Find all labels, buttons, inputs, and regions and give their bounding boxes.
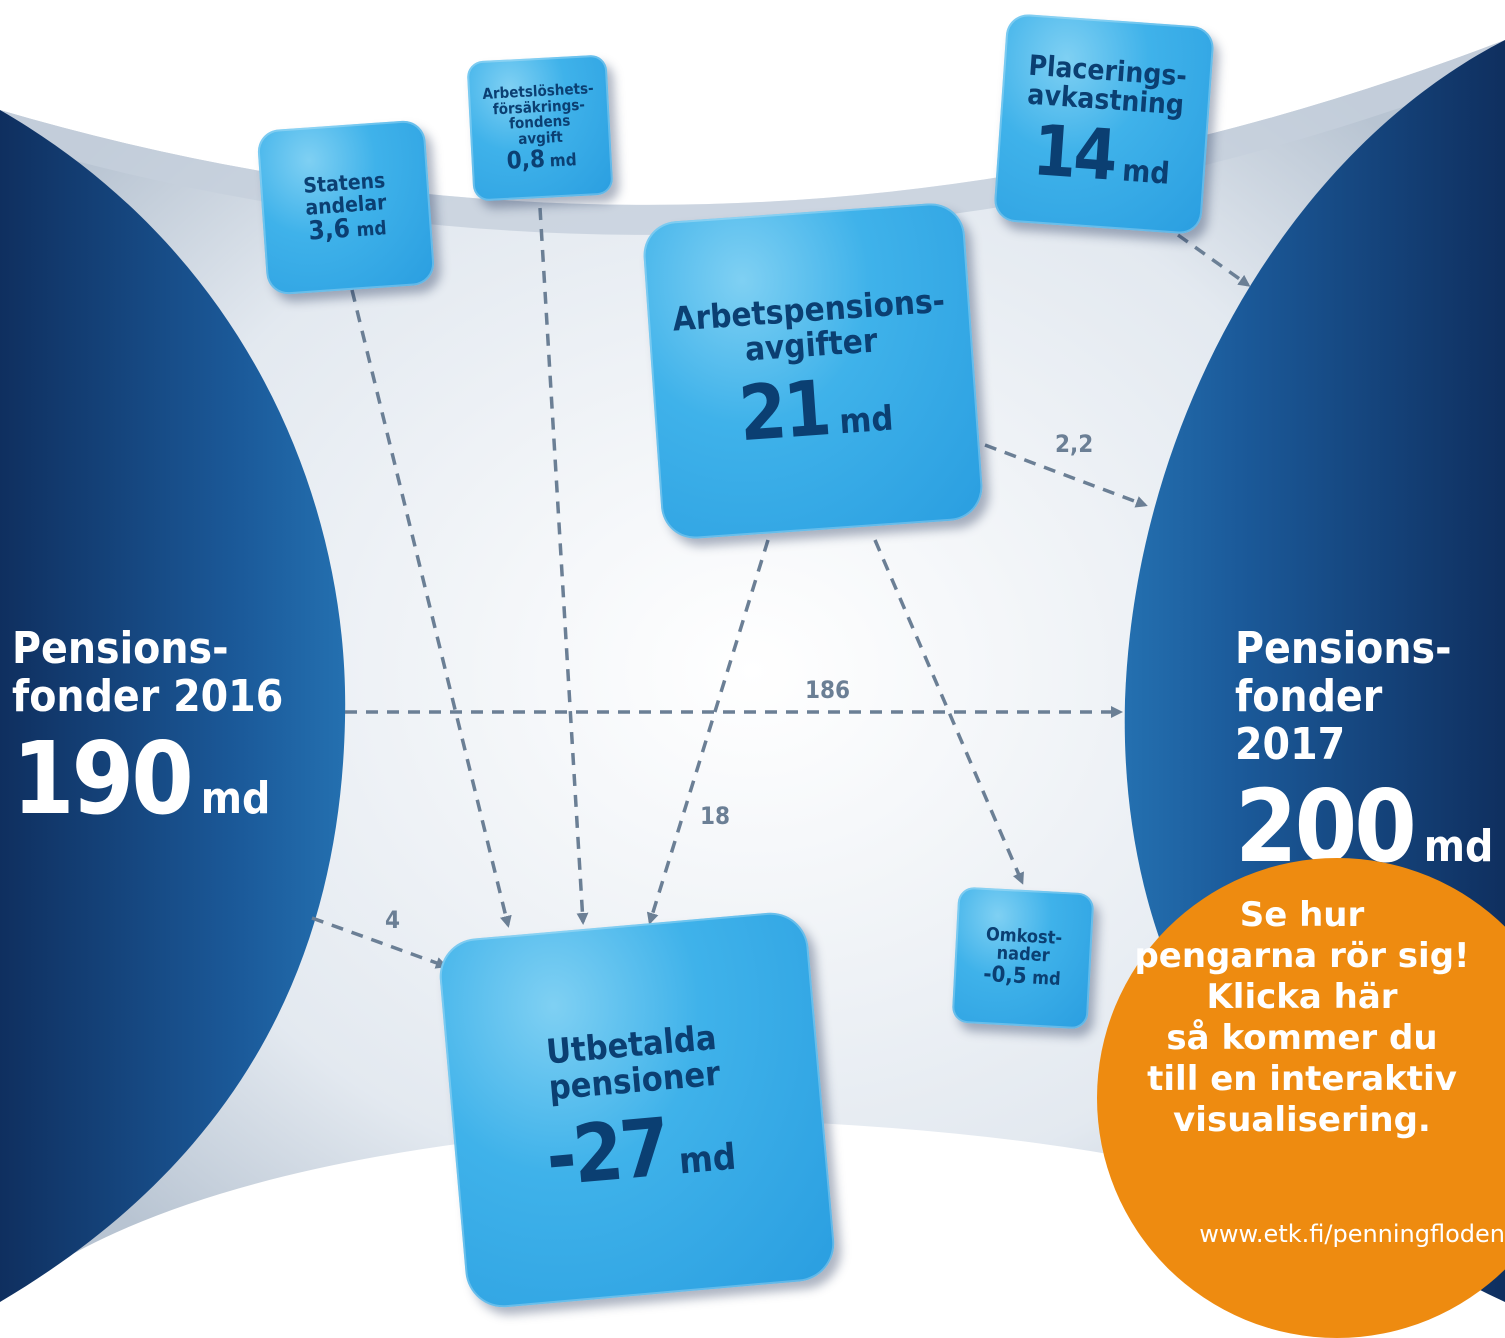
- cta-text[interactable]: Se hur pengarna rör sig! Klicka här så k…: [1112, 895, 1492, 1141]
- flow-arrow-arbetspension-2017: [984, 443, 1148, 508]
- box-omkostnader: Omkost- nader -0,5 md: [951, 886, 1095, 1030]
- box-arbetsloshets-avgift: Arbetslöshets- försäkrings- fondens avgi…: [466, 54, 614, 202]
- cta-line-5: till en interaktiv: [1147, 1059, 1457, 1099]
- statens-value: 3,6: [307, 213, 351, 247]
- flow-arrow-4: [311, 916, 448, 969]
- cta-line-6: visualisering.: [1173, 1100, 1431, 1140]
- placerings-unit: md: [1121, 153, 1171, 192]
- box-placeringsavkastning: Placerings- avkastning 14 md: [992, 12, 1216, 236]
- flow-label-186: 186: [805, 676, 851, 704]
- left-fund-value: 190: [12, 720, 194, 837]
- box-utbetalda-pensioner: Utbetalda pensioner -27 md: [436, 909, 838, 1311]
- background-graphic: [0, 40, 1505, 1302]
- arbetsloshets-unit: md: [549, 150, 578, 172]
- left-fund-blob: [0, 110, 346, 1302]
- flow-label-4: 4: [385, 906, 401, 934]
- arbetspensions-value: 21: [736, 362, 832, 458]
- arbetsloshets-value: 0,8: [506, 144, 546, 175]
- left-fund-label-1: Pensions-: [12, 623, 229, 674]
- utbetalda-unit: md: [677, 1136, 738, 1183]
- cta-url-link[interactable]: www.etk.fi/penningfloden: [1199, 1220, 1505, 1248]
- utbetalda-value: -27: [542, 1100, 672, 1204]
- cta-line-1: Se hur: [1239, 895, 1365, 935]
- cta-circle[interactable]: [1097, 858, 1505, 1338]
- left-fund-unit: md: [200, 773, 271, 824]
- flow-arrow-statens: [350, 289, 512, 928]
- omkostnader-value: -0,5: [982, 962, 1028, 990]
- box-arbetspensionsavgifter: Arbetspensions- avgifter 21 md: [641, 201, 985, 541]
- box-statens-andelar: Statens andelar 3,6 md: [256, 119, 436, 296]
- right-fund-label-2: fonder 2017: [1235, 671, 1383, 770]
- arbetspensions-unit: md: [838, 398, 895, 442]
- flow-label-18: 18: [700, 802, 731, 830]
- right-fund-label-1: Pensions-: [1235, 623, 1452, 674]
- flow-arrow-placerings: [1176, 233, 1251, 287]
- placerings-value: 14: [1030, 108, 1118, 197]
- right-fund-unit: md: [1423, 821, 1494, 872]
- cta-line-2: pengarna rör sig!: [1134, 936, 1470, 976]
- flow-arrow-arbetsloshets: [538, 207, 589, 925]
- cta-line-4: så kommer du: [1166, 1018, 1438, 1058]
- omkostnader-unit: md: [1031, 967, 1062, 991]
- statens-unit: md: [355, 217, 388, 242]
- left-fund-label-2: fonder 2016: [12, 671, 284, 722]
- cta-line-3: Klicka här: [1206, 977, 1398, 1017]
- flow-arrow-arbetspension-utbetalda: [646, 539, 770, 925]
- flow-label-2-2: 2,2: [1055, 430, 1094, 458]
- arbetspensions-label-2: avgifter: [743, 320, 879, 369]
